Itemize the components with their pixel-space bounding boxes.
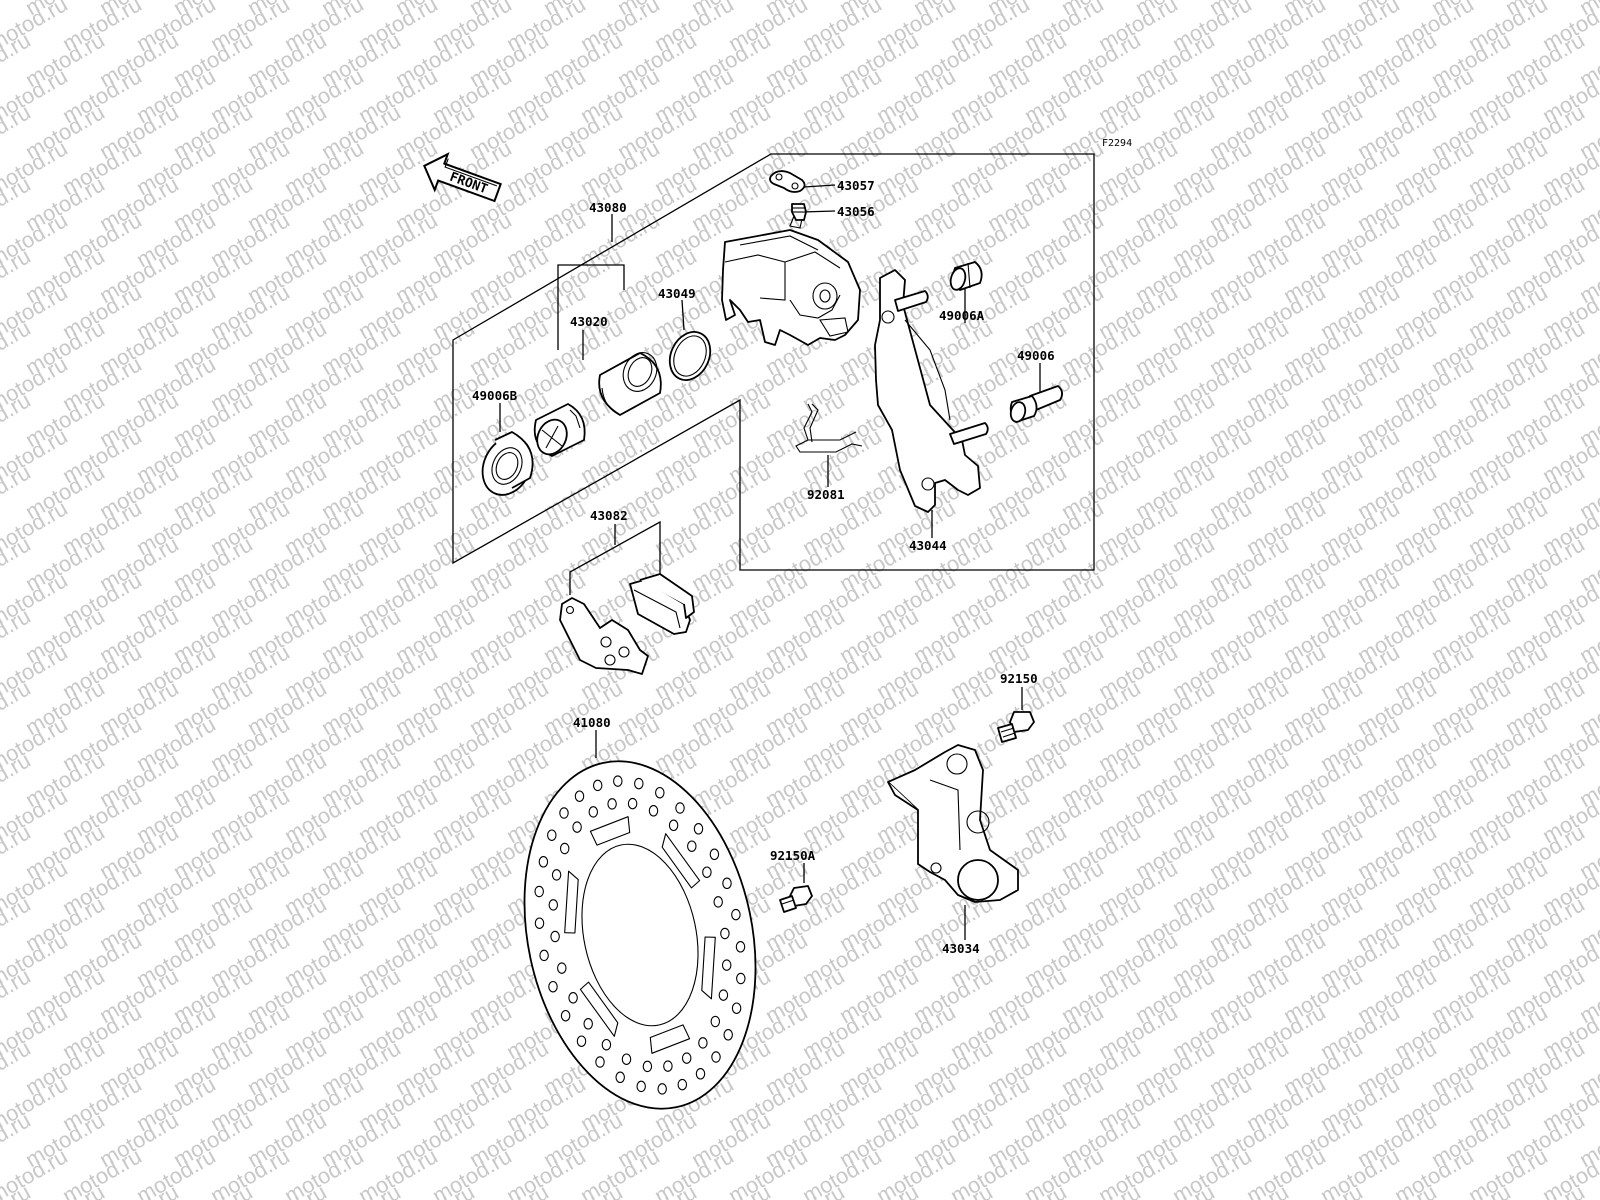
label-92150: 92150 bbox=[1000, 671, 1038, 686]
label-49006: 49006 bbox=[1017, 348, 1055, 363]
figure-code: F2294 bbox=[1102, 138, 1132, 149]
label-92081: 92081 bbox=[807, 487, 845, 502]
label-43044: 43044 bbox=[909, 538, 947, 553]
label-49006B: 49006B bbox=[472, 388, 518, 403]
label-41080: 41080 bbox=[573, 715, 611, 730]
piston-part bbox=[598, 352, 662, 416]
label-49006A: 49006A bbox=[939, 308, 985, 323]
label-43020: 43020 bbox=[570, 314, 608, 329]
label-43080: 43080 bbox=[589, 200, 627, 215]
label-43056: 43056 bbox=[837, 204, 875, 219]
bleeder-cap-part bbox=[769, 170, 806, 193]
label-43049: 43049 bbox=[658, 286, 696, 301]
label-92150A: 92150A bbox=[770, 848, 816, 863]
label-43082: 43082 bbox=[590, 508, 628, 523]
label-43034: 43034 bbox=[942, 941, 980, 956]
label-43057: 43057 bbox=[837, 178, 875, 193]
